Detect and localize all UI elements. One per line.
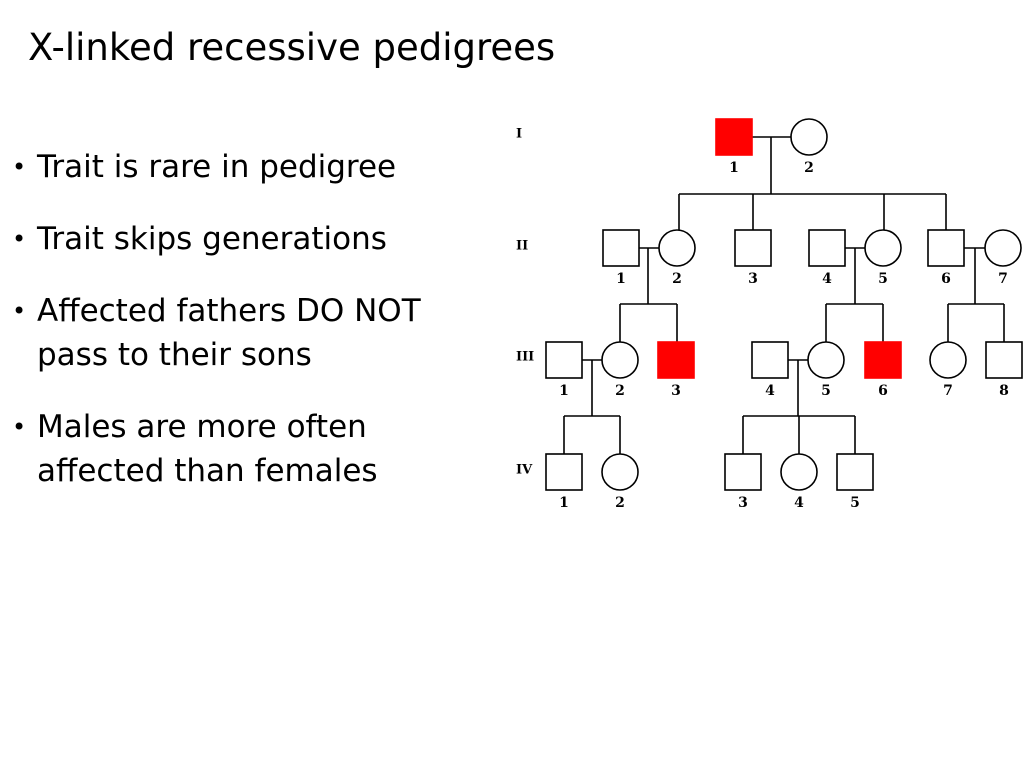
unaffected-female-icon: [864, 229, 902, 267]
unaffected-female-icon: [601, 453, 639, 491]
unaffected-female-icon: [984, 229, 1022, 267]
generation-label: III: [516, 350, 534, 365]
unaffected-female-icon: [790, 118, 828, 156]
unaffected-male-icon: [836, 453, 874, 491]
unaffected-male-icon: [985, 341, 1023, 379]
unaffected-male-icon: [927, 229, 965, 267]
unaffected-male-icon: [545, 341, 583, 379]
individual-number: 6: [878, 383, 888, 399]
affected-male-icon: [715, 118, 753, 156]
unaffected-female-icon: [658, 229, 696, 267]
affected-male-icon: [864, 341, 902, 379]
individual-number: 7: [943, 383, 953, 399]
bullet-text: Affected fathers DO NOT pass to their so…: [37, 293, 421, 373]
bullet-dot-icon: •: [12, 153, 27, 181]
unaffected-male-icon: [808, 229, 846, 267]
bullet-item: • Affected fathers DO NOT pass to their s…: [12, 289, 482, 377]
individual-number: 5: [878, 271, 888, 287]
individual-number: 1: [729, 160, 739, 176]
bullet-dot-icon: •: [12, 413, 27, 441]
individual-number: 2: [804, 160, 814, 176]
slide-title: X-linked recessive pedigrees: [28, 26, 556, 69]
bullet-item: • Trait skips generations: [12, 217, 482, 261]
bullet-item: • Trait is rare in pedigree: [12, 145, 482, 189]
bullet-dot-icon: •: [12, 297, 27, 325]
generation-label: IV: [516, 463, 533, 478]
bullet-dot-icon: •: [12, 225, 27, 253]
individual-number: 8: [999, 383, 1009, 399]
unaffected-male-icon: [751, 341, 789, 379]
bullet-item: • Males are more often affected than fema…: [12, 405, 482, 493]
individual-number: 2: [615, 383, 625, 399]
individual-number: 1: [616, 271, 626, 287]
individual-number: 3: [671, 383, 681, 399]
individual-number: 4: [765, 383, 775, 399]
individual-number: 4: [822, 271, 832, 287]
unaffected-male-icon: [545, 453, 583, 491]
bullet-text: Trait skips generations: [37, 221, 387, 257]
unaffected-male-icon: [602, 229, 640, 267]
individual-number: 6: [941, 271, 951, 287]
unaffected-female-icon: [807, 341, 845, 379]
individual-number: 5: [850, 495, 860, 511]
bullet-text: Trait is rare in pedigree: [37, 149, 397, 185]
unaffected-male-icon: [724, 453, 762, 491]
individual-number: 1: [559, 383, 569, 399]
generation-label: II: [516, 239, 528, 254]
generation-label: I: [516, 127, 522, 142]
bullet-text: Males are more often affected than femal…: [37, 409, 378, 489]
individual-number: 3: [738, 495, 748, 511]
unaffected-male-icon: [734, 229, 772, 267]
unaffected-female-icon: [780, 453, 818, 491]
individual-number: 7: [998, 271, 1008, 287]
individual-number: 4: [794, 495, 804, 511]
individual-number: 1: [559, 495, 569, 511]
individual-number: 2: [615, 495, 625, 511]
individual-number: 5: [821, 383, 831, 399]
affected-male-icon: [657, 341, 695, 379]
individual-number: 2: [672, 271, 682, 287]
individual-number: 3: [748, 271, 758, 287]
bullet-list: • Trait is rare in pedigree • Trait skips …: [12, 145, 482, 521]
unaffected-female-icon: [929, 341, 967, 379]
unaffected-female-icon: [601, 341, 639, 379]
